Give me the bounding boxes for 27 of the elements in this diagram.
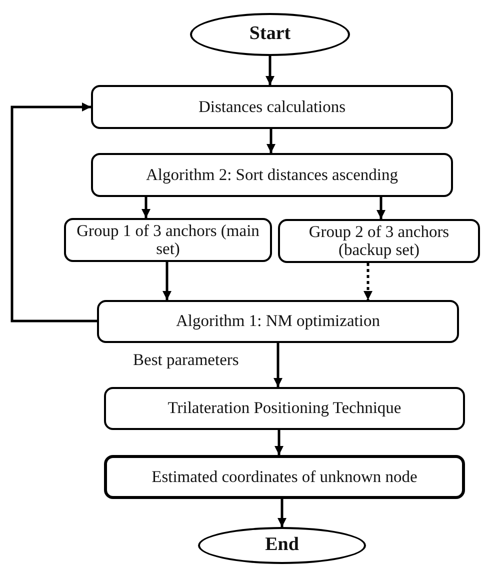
node-text: Group 1 of 3 anchors (main set) [76,222,260,258]
node-text: Algorithm 2: Sort distances ascending [144,166,400,184]
process-box [104,455,465,499]
process-box [91,85,453,129]
node-text: Estimated coordinates of unknown node [150,468,418,486]
arrow [376,197,386,219]
process-box [278,219,480,263]
node-text: Start [248,24,292,45]
dashed-arrow [364,263,372,300]
node-text: Algorithm 1: NM optimization [175,312,381,331]
edge-label: Best parameters [133,351,239,370]
arrow [10,102,97,322]
process-box [97,300,459,343]
node-text: End [264,535,300,556]
arrow [142,197,150,218]
arrow [266,129,276,153]
arrow [266,56,274,85]
arrow [162,262,172,300]
arrow [278,499,286,527]
node-text: Group 2 of 3 anchors (backup set) [308,222,450,260]
arrow [274,430,284,455]
process-box [104,387,465,430]
process-box [64,218,272,262]
node-text: Distances calculations [197,98,347,116]
node-text: Trilateration Positioning Technique [166,399,402,418]
process-box [91,153,453,197]
arrow [274,343,282,387]
